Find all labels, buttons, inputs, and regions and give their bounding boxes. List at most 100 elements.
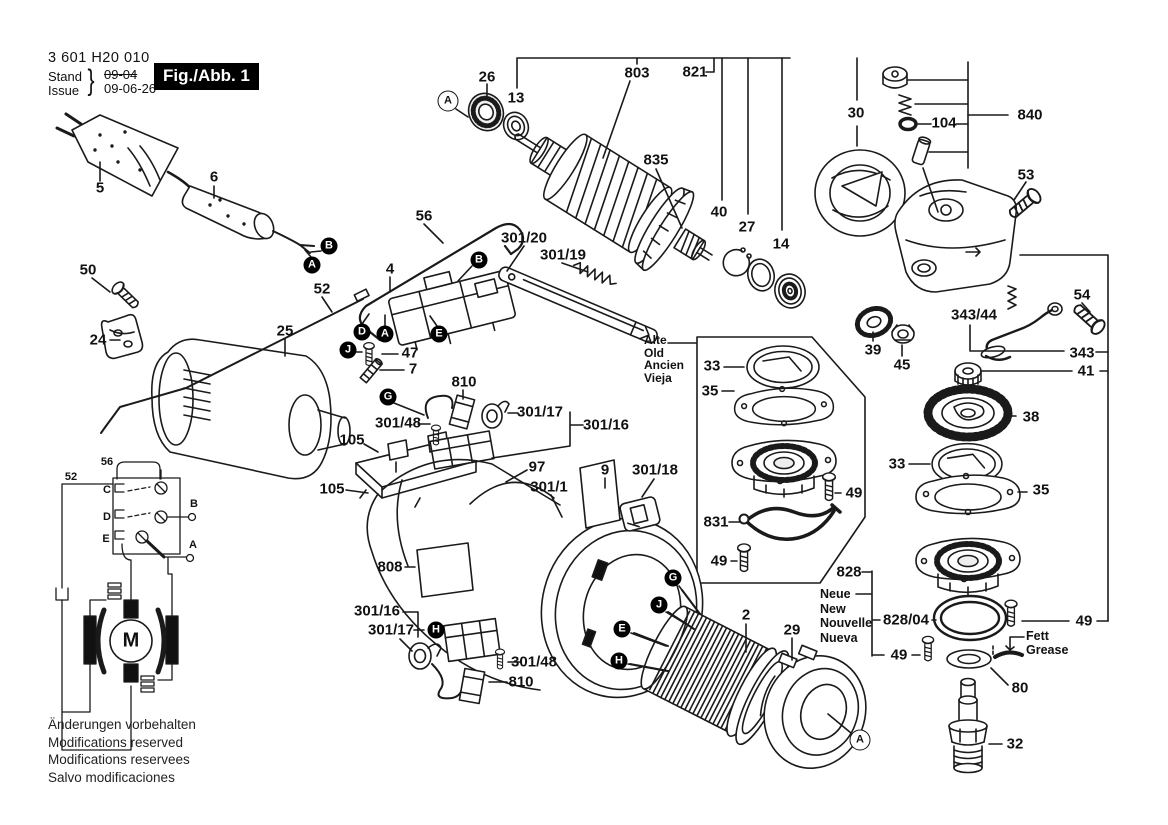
new-parts-group	[916, 384, 1024, 774]
connector-letter: A	[849, 729, 871, 751]
part-label: 835	[643, 151, 669, 169]
part-label: 41	[1077, 362, 1095, 380]
part-label: 104	[931, 114, 957, 132]
field-housing-25	[151, 338, 351, 480]
part-label: 49	[890, 646, 908, 664]
wire-52	[100, 288, 370, 434]
insulation-foil-97	[469, 481, 555, 505]
end-cover-29	[759, 644, 867, 770]
part-label: 13	[507, 89, 525, 107]
part-label: 301/48	[511, 653, 557, 671]
part-label: 97	[528, 458, 546, 476]
issue-dates: 09-04 09-06-26	[104, 68, 156, 96]
connector-letter: H	[427, 621, 445, 639]
part-label: 6	[209, 168, 219, 186]
part-label: 24	[89, 331, 107, 349]
schematic-label: E	[102, 533, 110, 545]
part-label: 301/48	[375, 414, 421, 432]
connector-letter: B	[320, 237, 338, 255]
part-label: 33	[703, 357, 721, 375]
new-note-line: Nueva	[820, 630, 858, 645]
part-label: 343/44	[951, 306, 997, 324]
part-label: 50	[79, 261, 97, 279]
part-label: 810	[508, 673, 534, 691]
old-note-line: Ancien	[644, 358, 685, 372]
bearing-14	[774, 273, 806, 309]
o-ring-828-04	[932, 594, 1008, 642]
nut-41	[954, 362, 982, 389]
part-label: 343	[1069, 344, 1095, 362]
part-label: 33	[888, 455, 906, 473]
part-label: 14	[772, 235, 790, 253]
part-label: 301/16	[354, 602, 400, 620]
power-plug-5	[55, 112, 194, 197]
part-label: 35	[701, 382, 719, 400]
issue-date: 09-06-26	[104, 81, 157, 96]
part-label: 4	[385, 260, 395, 278]
part-label: 301/18	[632, 461, 678, 479]
new-note-line: Nouvelle	[820, 616, 873, 630]
part-label: 49	[845, 484, 863, 502]
schematic-label: C	[103, 484, 111, 496]
schematic-label: D	[103, 511, 111, 523]
grease-seal	[993, 650, 1024, 659]
old-note-line: Vieja	[644, 370, 672, 385]
part-label: 9	[600, 461, 610, 479]
part-label: 49	[710, 552, 728, 570]
part-label: 5	[95, 179, 105, 197]
issue-label: Issue	[48, 83, 80, 98]
brush-assembly-bottom	[408, 617, 506, 705]
connector-letter: J	[339, 341, 357, 359]
old-note-line: Old	[644, 345, 664, 360]
cord-sleeve-6	[181, 185, 315, 254]
part-label: 30	[847, 104, 865, 122]
footer-line: Änderungen vorbehalten	[48, 717, 196, 732]
part-label: 45	[893, 356, 911, 374]
part-label: 54	[1073, 286, 1091, 304]
part-label: 26	[478, 68, 496, 86]
part-label: 38	[1022, 408, 1040, 426]
footer-line: Modifications reserved	[48, 734, 184, 750]
connector-letter: G	[664, 569, 682, 587]
gear-39	[854, 305, 894, 339]
stand-issue-labels: Stand Issue	[48, 70, 82, 98]
part-label: 301/20	[501, 229, 547, 247]
part-label: 7	[408, 360, 418, 378]
switch-4	[388, 270, 516, 351]
grease-note-line: Grease	[1026, 642, 1069, 657]
o-ring-104	[898, 116, 918, 132]
connector-letter: H	[610, 652, 628, 670]
footer-line: Salvo modificaciones	[48, 769, 175, 785]
part-label: 47	[401, 344, 419, 362]
part-label: 27	[738, 218, 756, 236]
part-label: 840	[1017, 106, 1043, 124]
ring-26	[467, 92, 505, 132]
new-note-line: Neue	[820, 587, 851, 601]
brace-glyph: }	[87, 64, 95, 97]
schematic-label: A	[189, 539, 197, 551]
spring-301-19	[572, 261, 617, 285]
connector-letter: B	[470, 251, 488, 269]
screw-50	[109, 279, 143, 312]
stand-label: Stand	[48, 69, 82, 84]
type-number: 3 601 H20 010	[48, 50, 150, 66]
modifications-note: Änderungen vorbehalten Modifications res…	[48, 716, 196, 786]
connector-letter: A	[303, 256, 321, 274]
superseded-date: 09-04	[104, 67, 138, 82]
part-label: 52	[313, 280, 331, 298]
footer-line: Modifications reservees	[48, 752, 190, 767]
part-label: 808	[377, 558, 403, 576]
part-label: 301/17	[368, 621, 414, 639]
wiring-schematic	[55, 461, 197, 751]
connector-letter: A	[376, 325, 394, 343]
part-label: 35	[1032, 481, 1050, 499]
old-note-line: Alte	[644, 333, 667, 347]
figure-label-box: Fig./Abb. 1	[154, 63, 259, 90]
stator-2	[629, 589, 790, 746]
connector-letter: E	[430, 325, 448, 343]
nut-45	[891, 324, 915, 344]
part-label: 828/04	[883, 611, 929, 629]
armature-835	[514, 133, 713, 272]
part-label: 810	[451, 373, 477, 391]
